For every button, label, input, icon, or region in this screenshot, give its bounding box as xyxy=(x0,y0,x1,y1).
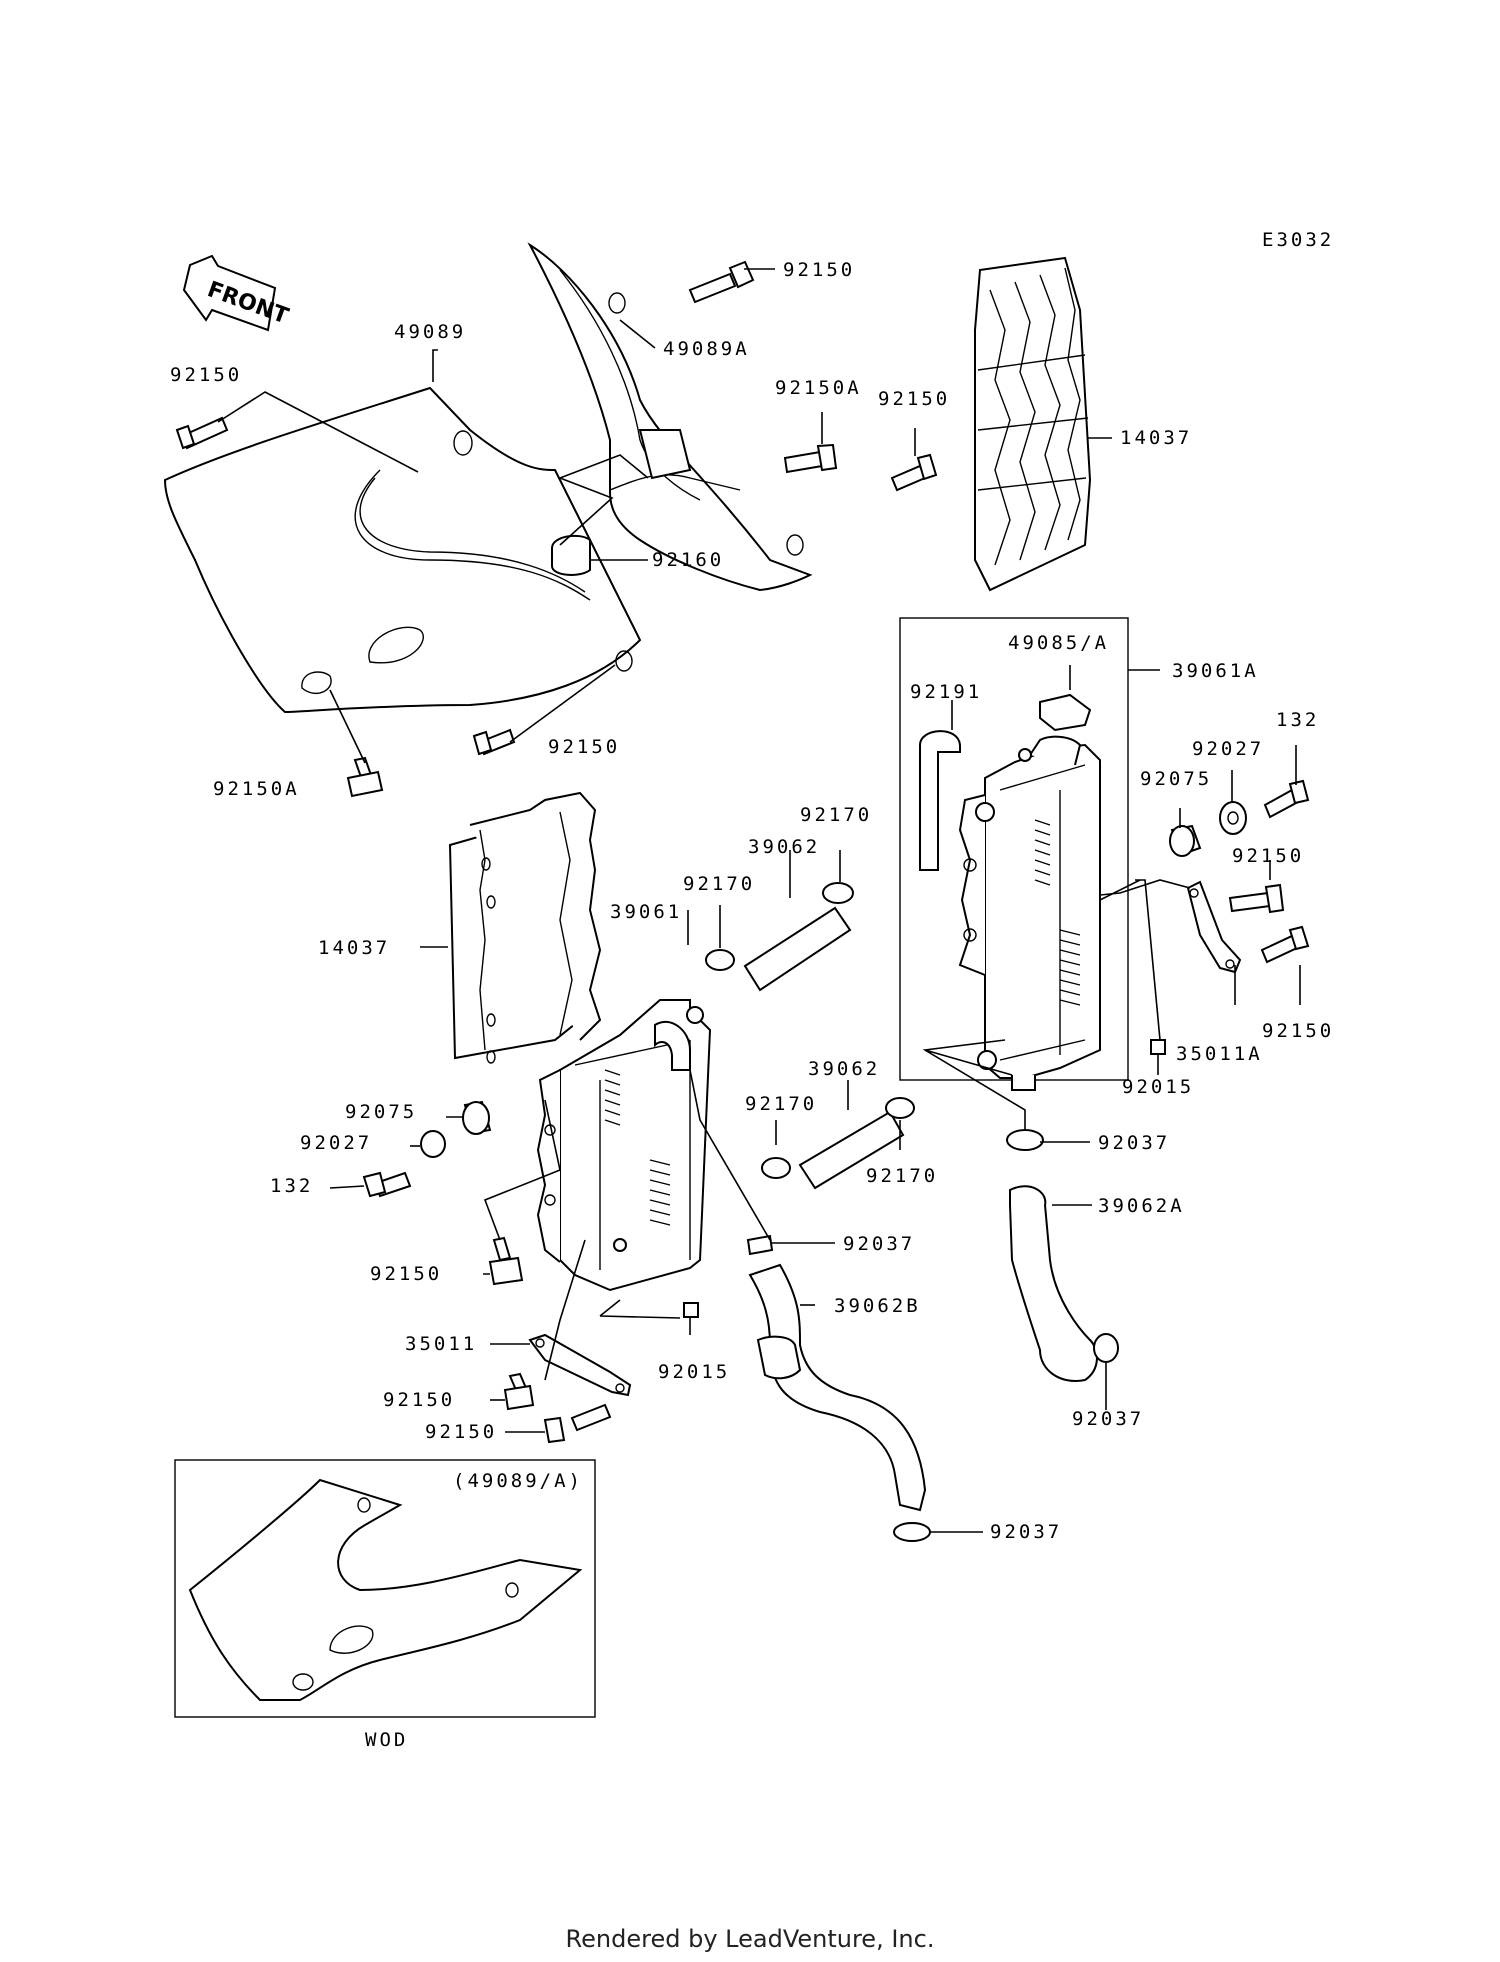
bolt-92150-r1[interactable] xyxy=(1228,883,1285,914)
cap-49085A[interactable] xyxy=(1039,693,1092,732)
label-92160: 92160 xyxy=(652,549,724,571)
label-35011A: 35011A xyxy=(1176,1043,1263,1065)
label-92170-b: 92170 xyxy=(683,873,755,895)
hose-39062A[interactable] xyxy=(1009,1185,1098,1382)
label-39061: 39061 xyxy=(610,901,682,923)
label-92150-r2: 92150 xyxy=(1262,1020,1334,1042)
clamp-92037-r[interactable] xyxy=(1006,1129,1044,1151)
label-39062-a: 39062 xyxy=(748,836,820,858)
nut-92015-r[interactable] xyxy=(1150,1039,1166,1055)
label-92027-l: 92027 xyxy=(300,1132,372,1154)
label-92170-c: 92170 xyxy=(745,1093,817,1115)
label-132-l: 132 xyxy=(270,1175,313,1197)
bolt-92150-mid[interactable] xyxy=(890,453,938,492)
radiator-39061[interactable] xyxy=(536,999,712,1292)
hose-39062-upper[interactable] xyxy=(743,906,852,992)
bolt-132-r[interactable] xyxy=(1263,779,1310,819)
bolt-92150-r2[interactable] xyxy=(1260,925,1310,964)
bracket-35011A[interactable] xyxy=(1186,880,1242,974)
inset-49089A: (49089/A) WOD xyxy=(174,1459,596,1751)
bolt-92150-left[interactable] xyxy=(175,416,229,450)
radiator-39061A[interactable] xyxy=(899,617,1129,1091)
label-92150-lower: 92150 xyxy=(548,736,620,758)
clamp-92170-b[interactable] xyxy=(705,949,735,971)
clamp-92037-c[interactable] xyxy=(746,1234,774,1256)
label-92037-c: 92037 xyxy=(843,1233,915,1255)
bolt-92150-l2[interactable] xyxy=(503,1372,535,1411)
bolt-92150A-mid[interactable] xyxy=(783,443,838,474)
clamp-92037-rr[interactable] xyxy=(1093,1333,1119,1363)
label-92075-l: 92075 xyxy=(345,1101,417,1123)
label-92150-mid: 92150 xyxy=(878,388,950,410)
label-92150A-low: 92150A xyxy=(213,778,300,800)
label-92027-r: 92027 xyxy=(1192,738,1264,760)
label-92015-l: 92015 xyxy=(658,1361,730,1383)
label-92037-rr: 92037 xyxy=(1072,1408,1144,1430)
label-14037-top: 14037 xyxy=(1120,427,1192,449)
washer-92027-l[interactable] xyxy=(420,1130,446,1158)
bolt-92150-lower[interactable] xyxy=(472,728,516,756)
part-labels: 92150 49089A 49089 92150 92150A 92150 14… xyxy=(170,259,1334,1543)
bolt-92150A-low[interactable] xyxy=(346,756,384,798)
label-49089A: 49089A xyxy=(663,338,750,360)
label-49085A: 49085/A xyxy=(1008,632,1109,654)
radiator-39061A-core xyxy=(1034,819,1081,1006)
label-39061A: 39061A xyxy=(1172,660,1259,682)
grommet-92075-r[interactable] xyxy=(1169,824,1202,857)
tube-92191[interactable] xyxy=(919,730,961,871)
inset-title: (49089/A) xyxy=(453,1470,583,1492)
label-92150-l3: 92150 xyxy=(425,1421,497,1443)
bolt-132-l[interactable] xyxy=(362,1171,412,1198)
label-35011: 35011 xyxy=(405,1333,477,1355)
clamp-92170-d[interactable] xyxy=(885,1097,915,1119)
grille-14037-upper[interactable] xyxy=(974,256,1092,592)
label-14037-left: 14037 xyxy=(318,937,390,959)
grommet-92075-l[interactable] xyxy=(462,1100,492,1135)
label-39062A: 39062A xyxy=(1098,1195,1185,1217)
bolt-92150-top[interactable] xyxy=(688,260,755,304)
inset-frame xyxy=(174,1459,596,1718)
label-92150A-mid: 92150A xyxy=(775,377,862,399)
washer-92027-r[interactable] xyxy=(1219,801,1247,835)
hose-39062-lower[interactable] xyxy=(798,1110,905,1190)
bracket-35011[interactable] xyxy=(528,1333,632,1397)
clamp-92037-bot[interactable] xyxy=(893,1522,931,1542)
label-92150-top: 92150 xyxy=(783,259,855,281)
label-92037-r: 92037 xyxy=(1098,1132,1170,1154)
label-39062B: 39062B xyxy=(834,1295,921,1317)
front-arrow-icon: FRONT xyxy=(182,254,292,332)
label-92150-left: 92150 xyxy=(170,364,242,386)
grille-14037-left[interactable] xyxy=(448,791,602,1064)
radiator-39061-core xyxy=(604,1069,671,1226)
inset-note: WOD xyxy=(365,1729,408,1751)
label-39062-b: 39062 xyxy=(808,1058,880,1080)
label-92191: 92191 xyxy=(910,681,982,703)
shroud-49089[interactable] xyxy=(163,386,642,714)
diagram-code: E3032 xyxy=(1262,229,1334,251)
label-92075-r: 92075 xyxy=(1140,768,1212,790)
bolt-92150-l1[interactable] xyxy=(488,1236,524,1286)
grommet-92160[interactable] xyxy=(551,534,591,576)
label-92015-r: 92015 xyxy=(1122,1076,1194,1098)
label-92150-l1: 92150 xyxy=(370,1263,442,1285)
clamp-92170-c[interactable] xyxy=(761,1157,791,1179)
bolts xyxy=(175,260,1310,1542)
bolt-92150-l3[interactable] xyxy=(543,1403,612,1444)
footer-credit: Rendered by LeadVenture, Inc. xyxy=(565,1925,935,1953)
label-49089: 49089 xyxy=(394,321,466,343)
label-92037-bot: 92037 xyxy=(990,1521,1062,1543)
label-132-r: 132 xyxy=(1276,709,1319,731)
nut-92015-l[interactable] xyxy=(683,1302,699,1318)
shroud-49089A[interactable] xyxy=(527,242,813,592)
leader-lines xyxy=(217,268,1301,1533)
label-92150-l2: 92150 xyxy=(383,1389,455,1411)
label-92170-a: 92170 xyxy=(800,804,872,826)
clamp-92170-a[interactable] xyxy=(822,882,854,904)
label-92150-r1: 92150 xyxy=(1232,845,1304,867)
hose-39062B[interactable] xyxy=(748,1263,927,1512)
label-92170-d: 92170 xyxy=(866,1165,938,1187)
